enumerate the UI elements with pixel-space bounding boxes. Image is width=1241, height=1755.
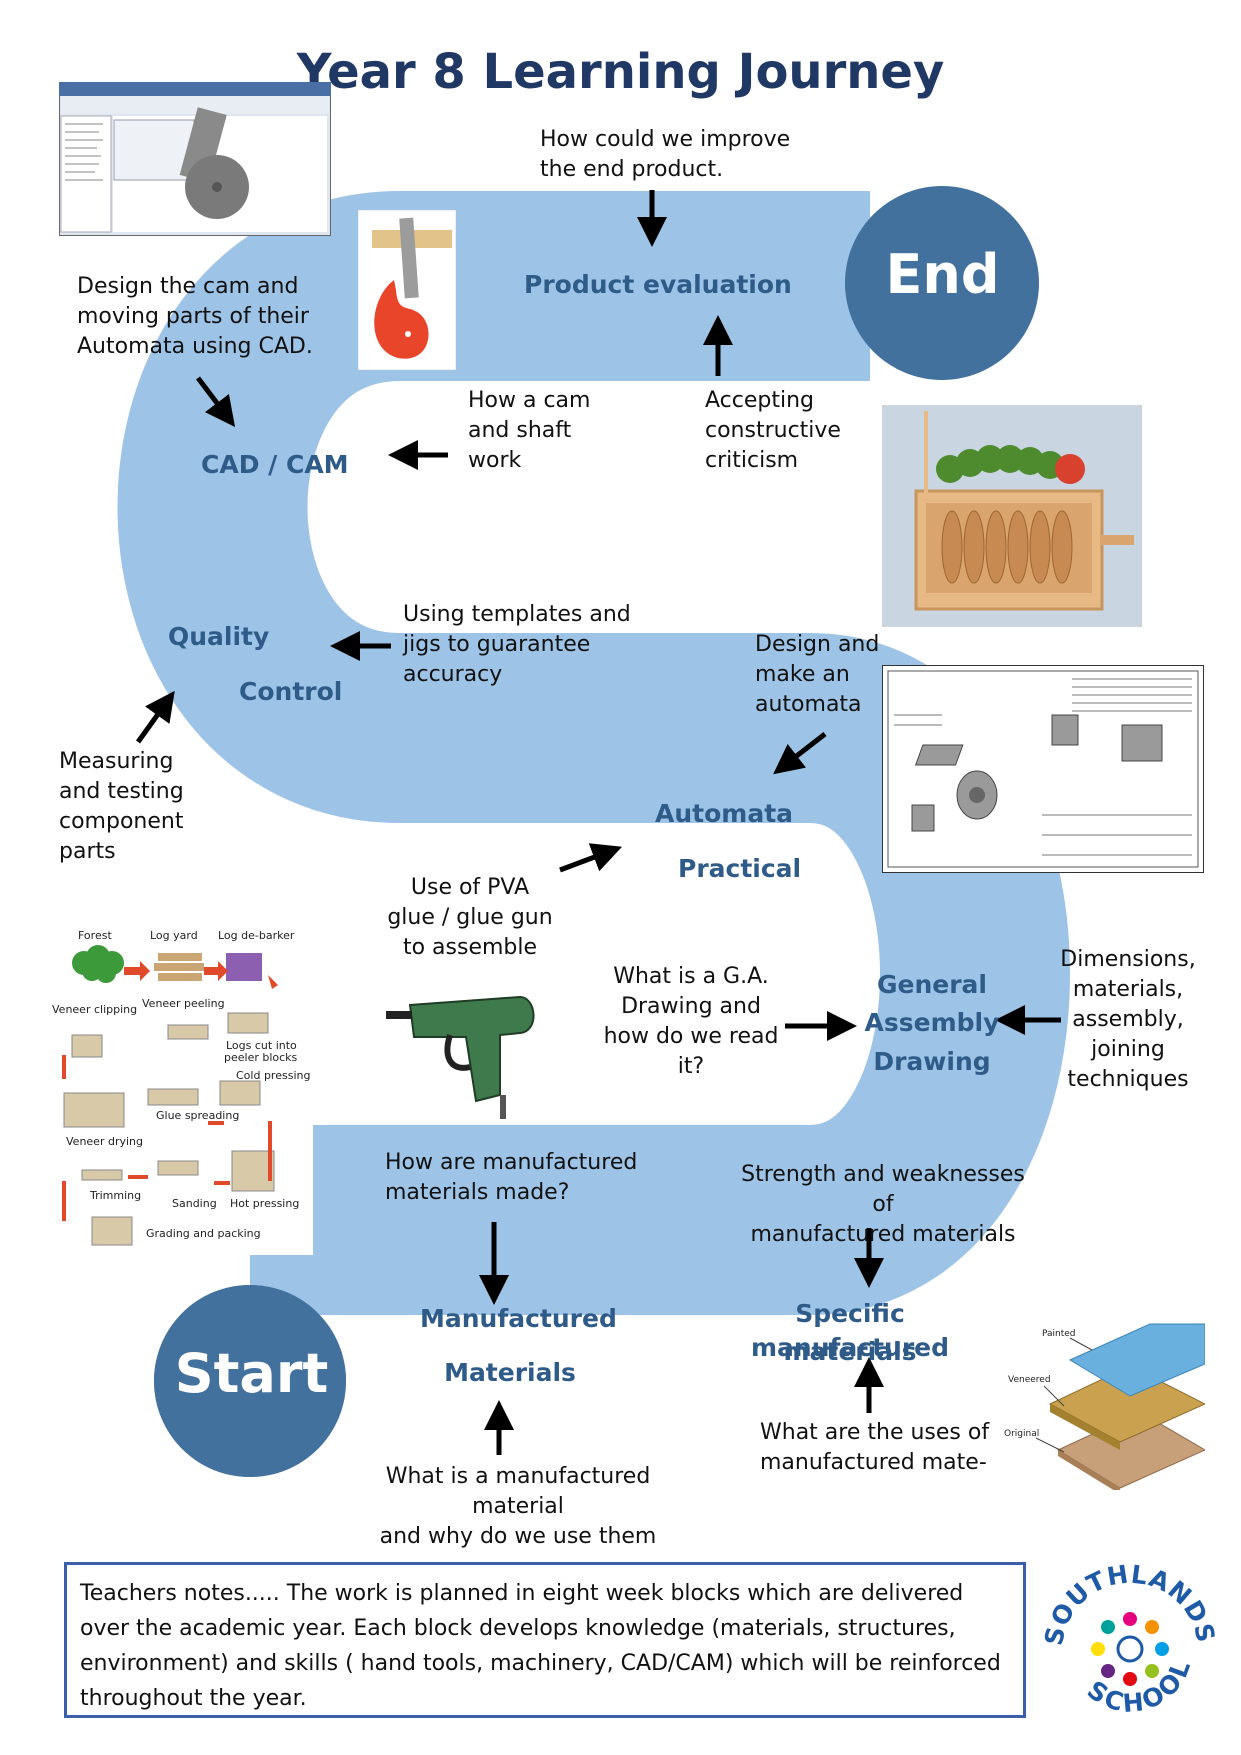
stage-manufactured: Manufactured xyxy=(420,1304,617,1333)
plywood-cold-pressing-label: Cold pressing xyxy=(236,1069,310,1082)
people-ring-icon xyxy=(1091,1612,1169,1686)
school-logo: SOUTHLANDS SCHOOL xyxy=(1040,1559,1220,1718)
layer-veneered-label: Veneered xyxy=(1008,1375,1051,1385)
stage-specific-2: materials xyxy=(783,1337,917,1366)
cad-screenshot-image xyxy=(59,82,331,236)
plywood-logs-cut-label-2: peeler blocks xyxy=(224,1051,298,1064)
automata-caterpillar-image xyxy=(882,405,1142,627)
start-label: Start xyxy=(174,1342,329,1405)
layered-materials-image: Painted Veneered Original xyxy=(1000,1320,1205,1490)
plywood-process-image: Forest Log yard Log de-barker Veneer cli… xyxy=(48,925,313,1255)
s-path xyxy=(117,191,1070,1315)
plywood-grading-label: Grading and packing xyxy=(146,1227,261,1240)
plywood-trimming-label: Trimming xyxy=(89,1189,141,1202)
plywood-logs-cut-label-1: Logs cut into xyxy=(226,1039,297,1052)
plywood-forest-label: Forest xyxy=(78,929,112,942)
plywood-veneer-clipping-label: Veneer clipping xyxy=(52,1003,137,1016)
page-title: Year 8 Learning Journey xyxy=(296,44,945,100)
stage-product-evaluation: Product evaluation xyxy=(524,270,792,299)
arrow-cad-design xyxy=(196,376,236,427)
stage-practical: Practical xyxy=(678,854,802,883)
plywood-veneer-drying-label: Veneer drying xyxy=(66,1135,143,1148)
stage-materials: Materials xyxy=(444,1358,576,1387)
plywood-glue-spreading-label: Glue spreading xyxy=(156,1109,239,1122)
arrow-measuring xyxy=(135,690,175,744)
school-name-bottom: SCHOOL xyxy=(1082,1654,1197,1718)
stage-specific-1: Specific manufactured xyxy=(750,1299,949,1362)
cam-follower-image xyxy=(358,210,456,370)
arrow-design-make xyxy=(773,732,827,775)
end-circle xyxy=(845,186,1039,380)
stage-ga-3: Drawing xyxy=(873,1047,991,1076)
arrow-pva xyxy=(559,843,623,873)
stage-control: Control xyxy=(239,677,343,706)
school-name-top: SOUTHLANDS xyxy=(1040,1559,1220,1647)
teachers-notes-text: Teachers notes..... The work is planned … xyxy=(80,1581,1001,1711)
stage-quality: Quality xyxy=(168,622,270,651)
stage-automata: Automata xyxy=(655,799,794,828)
stage-ga-1: General xyxy=(877,970,987,999)
layer-original-label: Original xyxy=(1004,1429,1039,1439)
end-label: End xyxy=(885,243,1000,306)
plywood-sanding-label: Sanding xyxy=(172,1197,217,1210)
stage-ga-2: Assembly xyxy=(864,1008,1000,1037)
plywood-debarker-label: Log de-barker xyxy=(218,929,295,942)
plywood-hot-pressing-label: Hot pressing xyxy=(230,1197,299,1210)
plywood-log-yard-label: Log yard xyxy=(150,929,198,942)
layer-painted-label: Painted xyxy=(1042,1329,1076,1339)
glue-gun-image xyxy=(380,975,556,1125)
ga-drawing-image xyxy=(882,665,1204,873)
stage-cad-cam: CAD / CAM xyxy=(201,450,349,479)
plywood-veneer-peeling-label: Veneer peeling xyxy=(142,997,225,1010)
teachers-notes-box xyxy=(64,1562,1026,1718)
